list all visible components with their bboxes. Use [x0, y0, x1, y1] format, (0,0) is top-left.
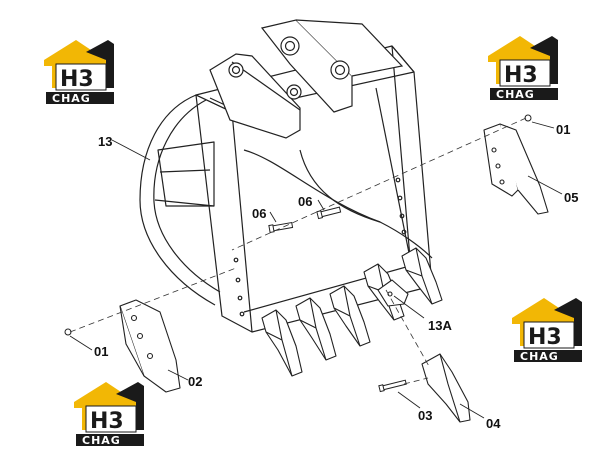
- callout-bolt-left: 01: [94, 344, 108, 359]
- callout-tooth-adapter: 13A: [428, 318, 452, 333]
- callout-pin-right: 06: [298, 194, 312, 209]
- logo-subtitle: CHAG: [82, 434, 121, 447]
- side-cutter-right: [483, 123, 549, 215]
- side-plate-holes: [233, 177, 407, 317]
- logo-mark: H3: [60, 67, 94, 92]
- callout-tooth-pin: 03: [418, 408, 432, 423]
- brand-logo-mid-right: H3 CHAG: [512, 298, 582, 363]
- logo-subtitle: CHAG: [520, 350, 559, 363]
- callout-bolt-right: 01: [556, 122, 570, 137]
- callout-pin-left: 06: [252, 206, 266, 221]
- tooth-adapter: [377, 279, 409, 307]
- callouts: 13 06 06 01 05 13A 01 02 03 04: [94, 122, 578, 431]
- leader-lines: [69, 121, 563, 419]
- brand-logo-top-right: H3 CHAG: [488, 36, 558, 101]
- brand-logo-bottom-left: H3 CHAG: [74, 382, 144, 447]
- callout-tooth-tip: 04: [486, 416, 501, 431]
- assembly-lines: [69, 117, 527, 385]
- bolt-right: [524, 114, 532, 122]
- callout-bucket: 13: [98, 134, 112, 149]
- logo-subtitle: CHAG: [496, 88, 535, 101]
- logo-mark: H3: [90, 409, 124, 434]
- logo-mark: H3: [528, 325, 562, 350]
- tooth-tip-separate: [421, 353, 471, 423]
- side-cutter-left: [119, 299, 181, 393]
- brand-logo-top-left: H3 CHAG: [44, 40, 114, 105]
- linkage-ears: [209, 19, 404, 139]
- tooth-pin: [378, 379, 407, 393]
- logo-subtitle: CHAG: [52, 92, 91, 105]
- bucket-teeth: [261, 247, 443, 377]
- callout-side-cutter-right: 05: [564, 190, 578, 205]
- callout-side-cutter-left: 02: [188, 374, 202, 389]
- pins: [268, 206, 342, 234]
- logo-mark: H3: [504, 63, 538, 88]
